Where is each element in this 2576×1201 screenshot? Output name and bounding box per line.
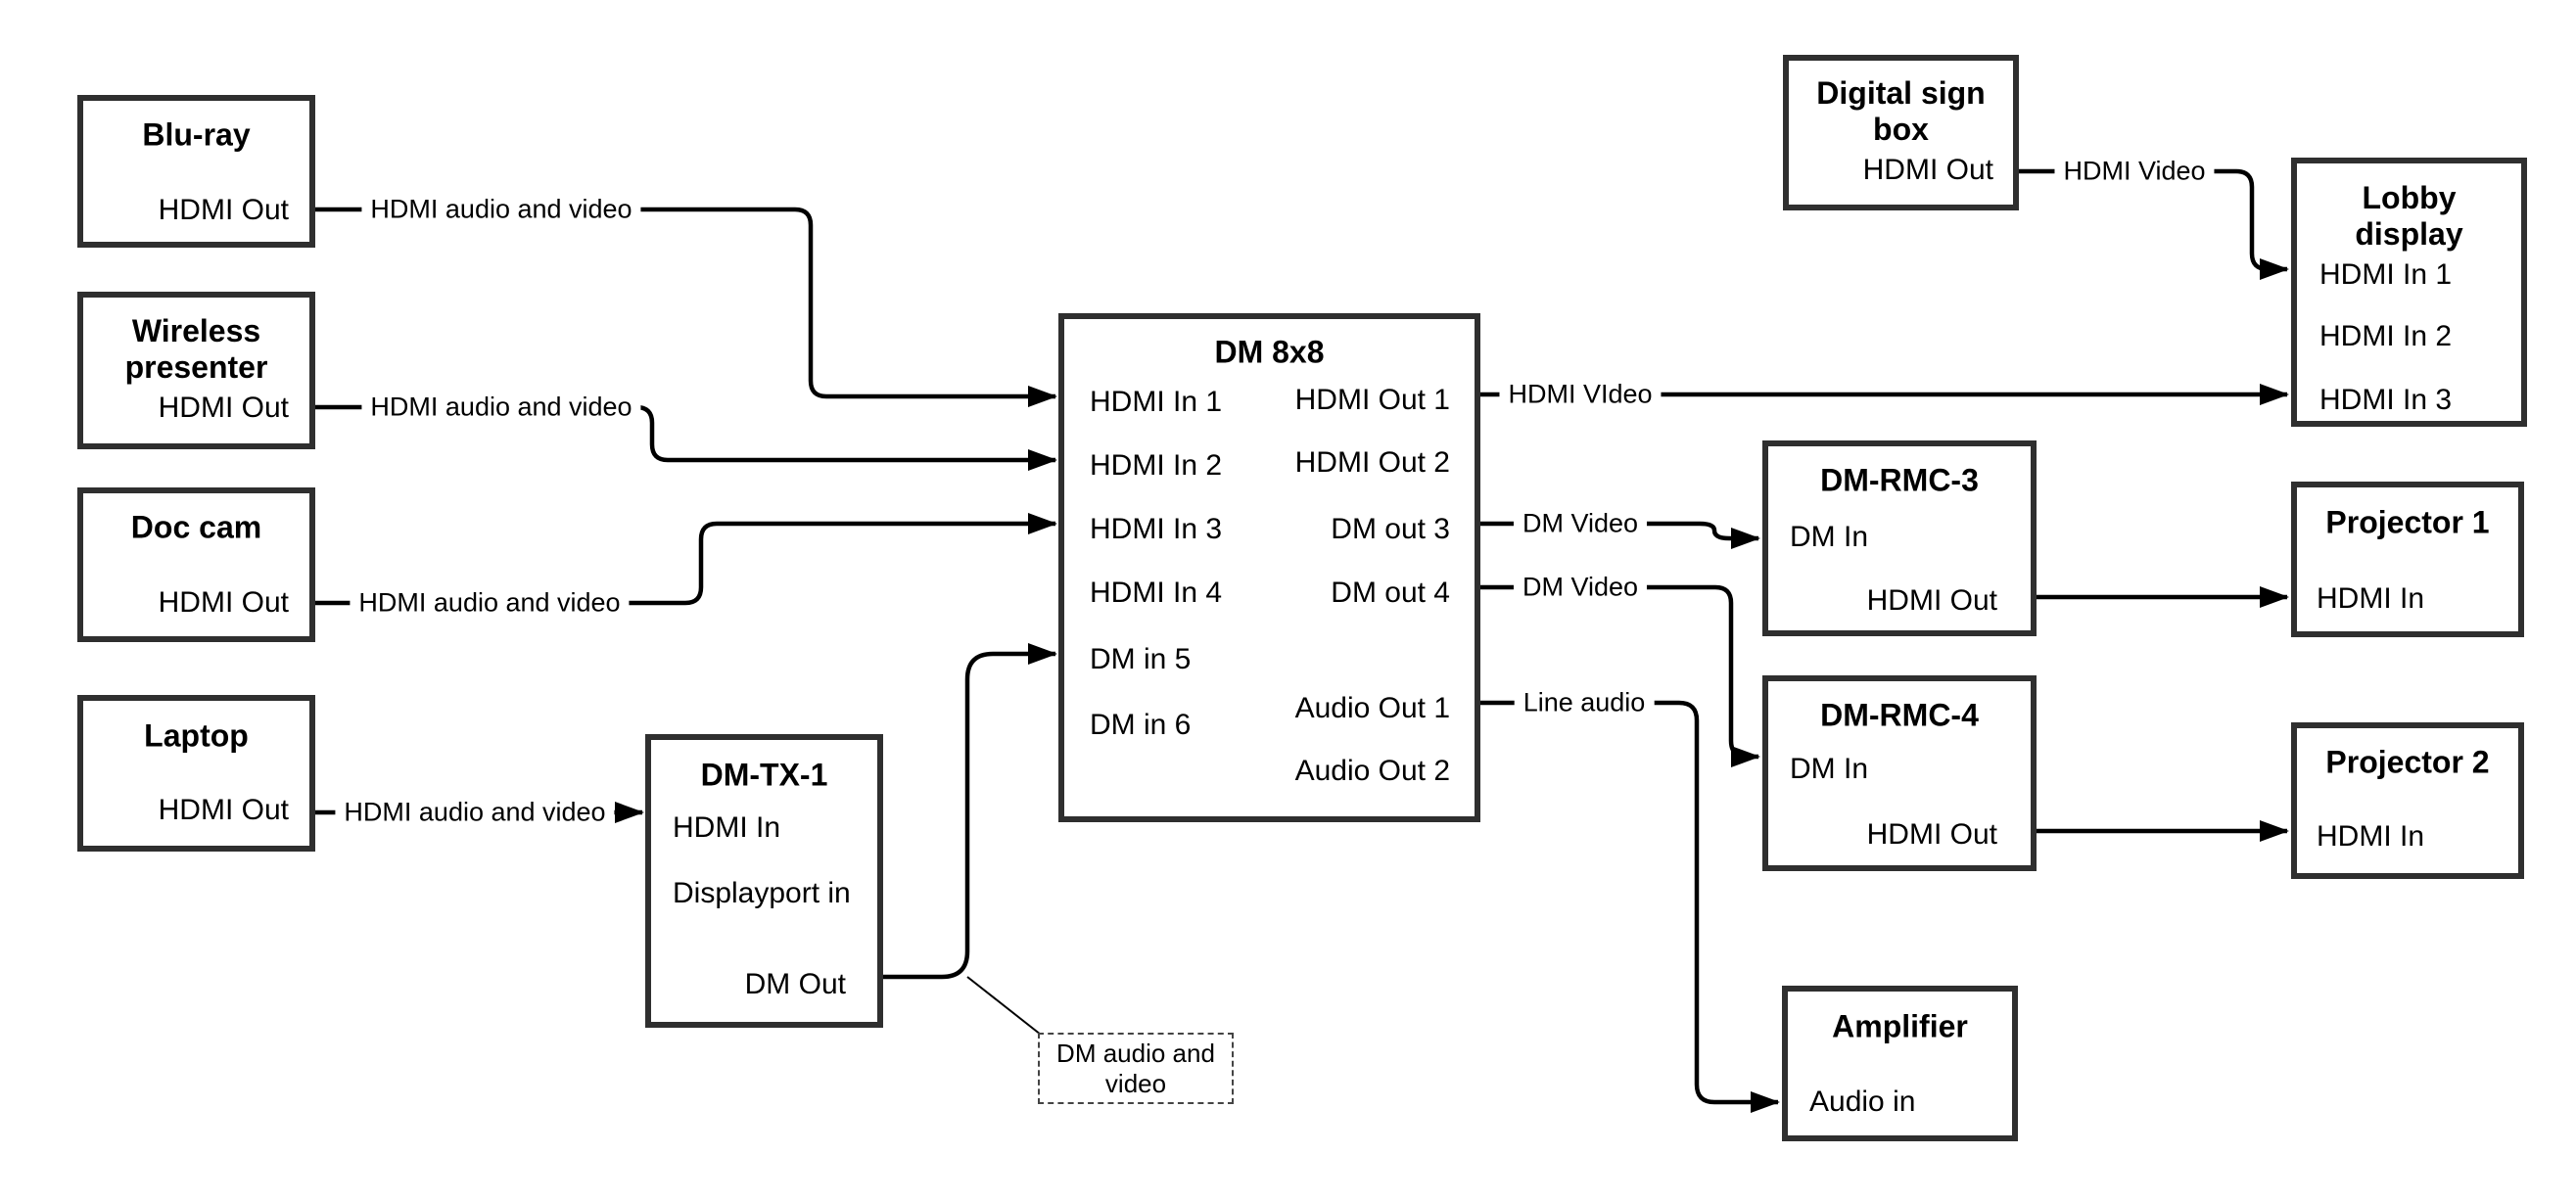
port-wireless-hdmi-out: HDMI Out	[158, 392, 289, 424]
node-dm-rmc-4[interactable]: DM-RMC-4 DM In HDMI Out	[1762, 675, 2037, 871]
port-proj1-hdmi-in: HDMI In	[2317, 582, 2425, 615]
node-dm-8x8[interactable]: DM 8x8 HDMI In 1 HDMI In 2 HDMI In 3 HDM…	[1058, 313, 1480, 822]
node-projector-2[interactable]: Projector 2 HDMI In	[2291, 722, 2524, 879]
edge-label-wireless-hdmi-audio-video[interactable]: HDMI audio and video	[361, 392, 641, 423]
port-dmtx1-hdmi-in: HDMI In	[673, 811, 781, 844]
edge-label-dm-video-out4[interactable]: DM Video	[1513, 572, 1648, 603]
edge-label-bluray-hdmi-audio-video[interactable]: HDMI audio and video	[361, 194, 641, 225]
port-dmtx1-displayport-in: Displayport in	[673, 877, 851, 909]
port-dmrmc3-dm-in: DM In	[1790, 521, 1869, 553]
edge-wireless-dm8x8-hdmi-in-2	[315, 404, 1057, 471]
node-doccam-title: Doc cam	[130, 509, 262, 545]
port-dm8x8-hdmi-out-2: HDMI Out 2	[1294, 446, 1450, 479]
node-proj1-title: Projector 1	[2325, 504, 2490, 540]
edge-doccam-dm8x8-hdmi-in-3	[315, 513, 1057, 606]
port-dm8x8-hdmi-in-3: HDMI In 3	[1090, 513, 1223, 545]
edge-digitalsign-lobby-hdmi-in-1	[2019, 168, 2289, 280]
node-doc-cam[interactable]: Doc cam HDMI Out	[77, 487, 315, 642]
edge-label-hdmi-video-out1[interactable]: HDMI VIdeo	[1499, 379, 1662, 410]
port-dm8x8-dm-out-3: DM out 3	[1331, 513, 1450, 545]
port-dmrmc4-hdmi-out: HDMI Out	[1866, 818, 1997, 851]
port-dm8x8-audio-out-2: Audio Out 2	[1294, 755, 1450, 787]
edge-label-dm-video-out3[interactable]: DM Video	[1513, 508, 1648, 539]
port-dm8x8-dm-out-4: DM out 4	[1331, 577, 1450, 609]
node-proj2-title: Projector 2	[2325, 744, 2490, 780]
edge-bluray-dm8x8-hdmi-in-1	[315, 207, 1057, 407]
node-dmrmc3-title: DM-RMC-3	[1820, 462, 1979, 498]
port-dmrmc4-dm-in: DM In	[1790, 753, 1869, 785]
port-dm8x8-hdmi-in-2: HDMI In 2	[1090, 449, 1223, 482]
edge-label-laptop-hdmi-audio-video[interactable]: HDMI audio and video	[335, 797, 615, 828]
node-bluray[interactable]: Blu-ray HDMI Out	[77, 95, 315, 248]
node-dmrmc4-title: DM-RMC-4	[1820, 697, 1979, 733]
port-dm8x8-hdmi-in-4: HDMI In 4	[1090, 577, 1223, 609]
edge-label-hdmi-video-sign[interactable]: HDMI Video	[2054, 156, 2215, 187]
node-laptop[interactable]: Laptop HDMI Out	[77, 695, 315, 852]
port-dmtx1-dm-out: DM Out	[744, 968, 846, 1000]
port-amplifier-audio-in: Audio in	[1809, 1086, 1916, 1118]
node-projector-1[interactable]: Projector 1 HDMI In	[2291, 482, 2524, 637]
node-dm-rmc-3[interactable]: DM-RMC-3 DM In HDMI Out	[1762, 440, 2037, 636]
port-dm8x8-audio-out-1: Audio Out 1	[1294, 692, 1450, 724]
port-digitalsign-hdmi-out: HDMI Out	[1862, 154, 1993, 186]
port-dm8x8-dm-in-5: DM in 5	[1090, 643, 1192, 675]
port-lobby-hdmi-in-3: HDMI In 3	[2319, 384, 2453, 416]
annotation-leader-line	[966, 976, 1042, 1036]
node-dmtx1-title: DM-TX-1	[700, 757, 828, 793]
port-doccam-hdmi-out: HDMI Out	[158, 586, 289, 619]
edge-dm8x8-out3-dmrmc3-dm-in	[1480, 521, 1760, 549]
edge-label-line-audio[interactable]: Line audio	[1514, 687, 1655, 718]
port-laptop-hdmi-out: HDMI Out	[158, 794, 289, 826]
edge-dmtx1-dm8x8-dm-in-5	[883, 643, 1057, 980]
node-dm8x8-title: DM 8x8	[1214, 334, 1325, 370]
edge-label-doccam-hdmi-audio-video[interactable]: HDMI audio and video	[350, 587, 630, 619]
node-amplifier-title: Amplifier	[1832, 1008, 1968, 1044]
port-dm8x8-dm-in-6: DM in 6	[1090, 709, 1192, 741]
node-amplifier[interactable]: Amplifier Audio in	[1782, 986, 2018, 1141]
port-lobby-hdmi-in-2: HDMI In 2	[2319, 320, 2453, 352]
port-proj2-hdmi-in: HDMI In	[2317, 820, 2425, 853]
edge-dm8x8-audio1-amplifier	[1480, 700, 1780, 1113]
port-bluray-hdmi-out: HDMI Out	[158, 194, 289, 226]
annotation-dm-audio-and-video[interactable]: DM audio and video	[1038, 1033, 1234, 1104]
edge-dm8x8-out4-dmrmc4-dm-in	[1480, 584, 1760, 767]
port-lobby-hdmi-in-1: HDMI In 1	[2319, 258, 2453, 291]
node-bluray-title: Blu-ray	[142, 116, 251, 153]
port-dm8x8-hdmi-in-1: HDMI In 1	[1090, 386, 1223, 418]
port-dmrmc3-hdmi-out: HDMI Out	[1866, 584, 1997, 617]
port-dm8x8-hdmi-out-1: HDMI Out 1	[1294, 384, 1450, 416]
node-laptop-title: Laptop	[144, 717, 249, 754]
node-dm-tx-1[interactable]: DM-TX-1 HDMI In Displayport in DM Out	[645, 734, 883, 1028]
